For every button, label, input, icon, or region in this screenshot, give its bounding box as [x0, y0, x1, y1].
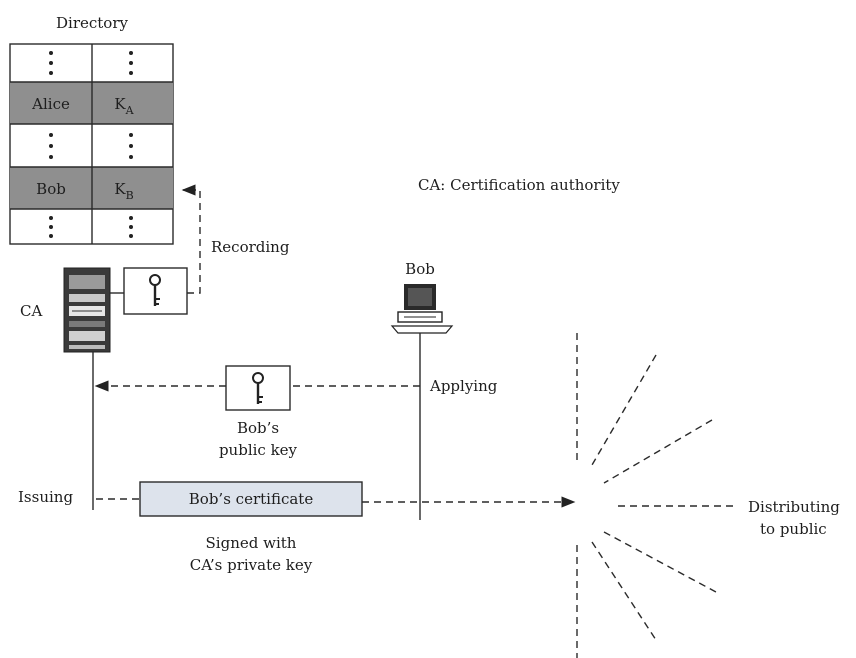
- ca-definition: CA: Certification authority: [418, 176, 620, 194]
- signed-label-line1: Signed with: [206, 534, 297, 552]
- ca-label: CA: [20, 302, 42, 320]
- directory-key-bob: KB: [114, 180, 133, 202]
- distribution-burst: [576, 333, 738, 658]
- key-icon: [149, 274, 161, 306]
- ellipsis-dots: [49, 51, 133, 238]
- computer-icon: [390, 284, 454, 334]
- directory-title: Directory: [56, 14, 129, 32]
- server-icon: [63, 267, 111, 353]
- applying-label: Applying: [429, 377, 498, 395]
- directory-key-alice: KA: [114, 95, 134, 117]
- ca-key-box: [123, 267, 188, 315]
- recording-label: Recording: [211, 238, 290, 256]
- distributing-label-line1: Distributing: [748, 498, 840, 516]
- public-key-box: [225, 365, 291, 411]
- key-icon: [252, 372, 264, 404]
- public-key-label-line2: public key: [219, 441, 298, 459]
- certificate-box: [139, 481, 363, 517]
- bob-label: Bob: [405, 260, 435, 278]
- directory-name-alice: Alice: [31, 95, 70, 113]
- distributing-label-line2: to public: [760, 520, 827, 538]
- directory-table: Alice KA Bob KB: [9, 43, 174, 245]
- directory-name-bob: Bob: [36, 180, 66, 198]
- public-key-label-line1: Bob’s: [237, 419, 279, 437]
- recording-arrow: [181, 184, 201, 294]
- issuing-label: Issuing: [18, 488, 73, 506]
- certificate-label: Bob’s certificate: [189, 490, 314, 508]
- signed-label-line2: CA’s private key: [190, 556, 313, 574]
